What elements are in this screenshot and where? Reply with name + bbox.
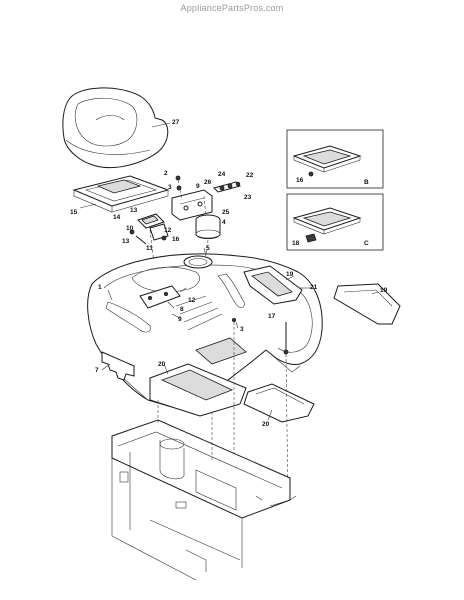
tractor-frame[interactable] xyxy=(111,419,297,581)
callout-27: 27 xyxy=(172,119,180,126)
bolt-17[interactable] xyxy=(283,322,289,355)
callout-13-upper: 13 xyxy=(130,207,138,214)
callout-19-panel: 19 xyxy=(286,271,294,278)
callout-19-mat: 19 xyxy=(380,287,388,294)
callout-20-left: 20 xyxy=(158,361,166,368)
callout-12-lower: 12 xyxy=(188,297,196,304)
callout-11: 11 xyxy=(146,245,153,252)
callout-12-upper: 12 xyxy=(164,227,172,234)
callout-7: 7 xyxy=(95,367,99,374)
bolt-3-fender[interactable] xyxy=(231,317,236,322)
seat-switch-cup[interactable] xyxy=(195,214,221,239)
callout-1: 1 xyxy=(98,284,102,291)
callout-20-center: 20 xyxy=(262,421,270,428)
callout-3-upper: 3 xyxy=(168,184,172,191)
fender-mount-bracket[interactable] xyxy=(139,285,181,309)
watermark: AppliancePartsPros.com xyxy=(180,3,284,13)
seat[interactable] xyxy=(62,87,169,169)
inset-b xyxy=(286,129,384,189)
callout-14: 14 xyxy=(113,214,121,221)
callout-23: 23 xyxy=(244,194,252,201)
mount-bracket-7[interactable] xyxy=(101,351,135,381)
callout-10: 10 xyxy=(126,225,134,232)
fender-side-panel[interactable] xyxy=(243,265,303,305)
callout-26: 26 xyxy=(204,179,212,186)
callout-5: 5 xyxy=(206,245,210,252)
inset-c-letter: C xyxy=(364,240,369,247)
callout-15: 15 xyxy=(70,209,78,216)
callout-13-lower: 13 xyxy=(122,238,130,245)
inset-c xyxy=(286,193,384,251)
seat-latch-parts[interactable] xyxy=(129,213,169,245)
callout-21: 21 xyxy=(310,284,318,291)
callout-9-upper: 9 xyxy=(196,183,200,190)
callout-9-lower: 9 xyxy=(178,316,182,323)
center-floor-mat[interactable] xyxy=(243,383,315,423)
callout-2: 2 xyxy=(164,170,168,177)
seat-pan-bracket[interactable] xyxy=(72,175,170,213)
callout-8: 8 xyxy=(180,306,184,313)
callout-25: 25 xyxy=(222,209,230,216)
seat-hinge-assembly[interactable] xyxy=(171,181,241,221)
nut-3[interactable] xyxy=(176,185,182,191)
callout-22: 22 xyxy=(246,172,254,179)
callout-16: 16 xyxy=(172,236,180,243)
callout-17: 17 xyxy=(268,313,276,320)
callout-3-lower: 3 xyxy=(240,326,244,333)
inset-c-callout-18: 18 xyxy=(292,240,300,247)
bolt-2[interactable] xyxy=(175,175,181,181)
callout-4: 4 xyxy=(222,219,226,226)
inset-b-callout-16: 16 xyxy=(296,177,304,184)
callout-24: 24 xyxy=(218,171,226,178)
right-floor-mat[interactable] xyxy=(333,283,401,325)
inset-b-letter: B xyxy=(364,179,369,186)
